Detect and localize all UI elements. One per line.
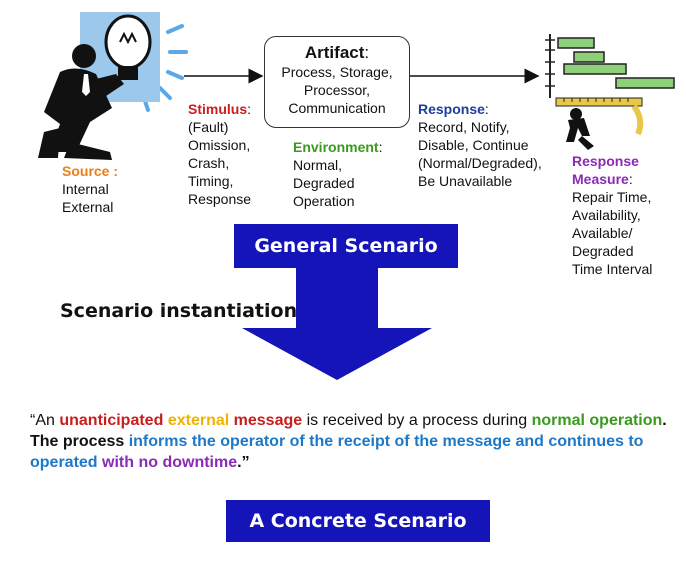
source-line: External bbox=[62, 199, 114, 215]
stimulus-label: Stimulus: (Fault) Omission, Crash, Timin… bbox=[188, 100, 251, 208]
source-title: Source : bbox=[62, 163, 119, 179]
artifact-line: Process, Storage, bbox=[281, 64, 393, 80]
response-measure-line: Repair Time, bbox=[572, 189, 652, 205]
gantt-bar-icon bbox=[545, 34, 675, 98]
stimulus-line: Timing, bbox=[188, 173, 234, 189]
response-measure-title-1: Response bbox=[572, 153, 639, 169]
quote-operation: operation bbox=[589, 412, 663, 429]
artifact-line: Communication bbox=[288, 100, 386, 116]
response-measure-line: Available/ bbox=[572, 225, 633, 241]
quote-unanticipated: unanticipated bbox=[59, 412, 164, 429]
scenario-instantiation-label: Scenario instantiation bbox=[60, 300, 298, 322]
down-arrow-icon bbox=[242, 268, 432, 380]
source-line: Internal bbox=[62, 181, 109, 197]
environment-colon: : bbox=[378, 139, 383, 155]
stimulus-line: (Fault) bbox=[188, 119, 229, 135]
response-measure-colon: : bbox=[628, 171, 633, 187]
response-measure-line: Degraded bbox=[572, 243, 634, 259]
quote-mid1: is received by a process during bbox=[302, 412, 532, 429]
response-line: Record, Notify, bbox=[418, 119, 510, 135]
artifact-box: Artifact: Process, Storage, Processor, C… bbox=[264, 36, 410, 128]
concrete-scenario-banner: A Concrete Scenario bbox=[226, 500, 490, 542]
stimulus-line: Crash, bbox=[188, 155, 230, 171]
stimulus-line: Response bbox=[188, 191, 252, 207]
artifact-line: Processor, bbox=[303, 82, 371, 98]
businessman-lightbulb-icon bbox=[38, 12, 188, 160]
measuring-tape-figure-icon bbox=[555, 97, 644, 150]
quote-nodowntime: with no downtime bbox=[102, 454, 238, 471]
quote-message: message bbox=[233, 412, 303, 429]
artifact-colon: : bbox=[364, 43, 370, 62]
quote-mid2: . The process bbox=[30, 412, 667, 450]
quote-normal: normal bbox=[531, 412, 585, 429]
response-colon: : bbox=[484, 101, 489, 117]
quote-close: .” bbox=[237, 454, 250, 471]
response-measure-title-2: Measure bbox=[572, 171, 629, 187]
response-measure-line: Time Interval bbox=[572, 261, 653, 277]
environment-line: Degraded bbox=[293, 175, 355, 191]
environment-label: Environment: Normal, Degraded Operation bbox=[293, 138, 382, 210]
stimulus-colon: : bbox=[247, 101, 252, 117]
environment-line: Normal, bbox=[293, 157, 343, 173]
stimulus-line: Omission, bbox=[188, 137, 251, 153]
concrete-scenario-quote: “An unanticipated external message is re… bbox=[30, 410, 680, 473]
response-measure-line: Availability, bbox=[572, 207, 641, 223]
general-scenario-banner: General Scenario bbox=[234, 224, 458, 268]
response-line: Disable, Continue bbox=[418, 137, 529, 153]
environment-line: Operation bbox=[293, 193, 355, 209]
response-label: Response: Record, Notify, Disable, Conti… bbox=[418, 100, 542, 190]
stimulus-title: Stimulus bbox=[188, 101, 248, 117]
response-line: (Normal/Degraded), bbox=[418, 155, 542, 171]
response-title: Response bbox=[418, 101, 485, 117]
source-label: Source : Internal External bbox=[62, 162, 118, 216]
artifact-title: Artifact bbox=[304, 43, 365, 62]
quote-informs: informs the operator of the receipt of t… bbox=[30, 433, 644, 471]
quote-external: external bbox=[167, 412, 230, 429]
response-line: Be Unavailable bbox=[418, 173, 513, 189]
environment-title: Environment bbox=[293, 139, 379, 155]
response-measure-label: Response Measure: Repair Time, Availabil… bbox=[572, 152, 652, 278]
quote-open: “An bbox=[30, 412, 60, 429]
